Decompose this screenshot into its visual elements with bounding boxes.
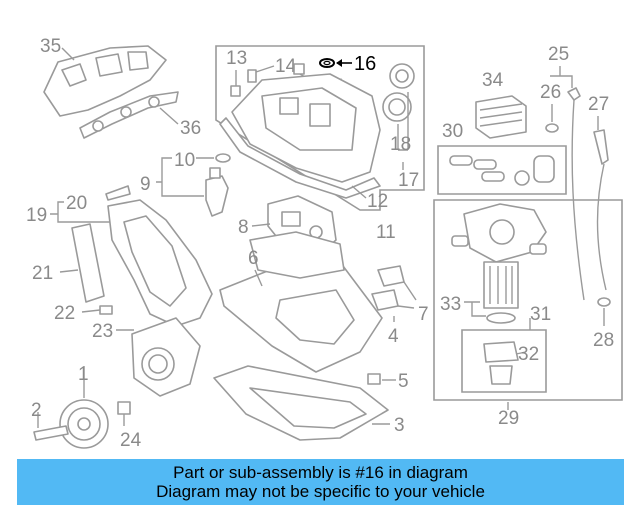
part-20-gasket[interactable] [105,185,131,201]
part-35-intake-manifold[interactable] [43,45,167,117]
callout-32: 32 [518,344,539,365]
callout-33: 33 [440,294,461,315]
callout-20: 20 [66,193,87,214]
part-18-oil-cap-seal[interactable] [382,63,415,122]
callout-36: 36 [180,118,201,139]
part-24-bolt[interactable] [117,401,131,415]
info-line-disclaimer: Diagram may not be specific to your vehi… [156,482,485,501]
callout-30: 30 [442,121,463,142]
callout-18: 18 [390,134,411,155]
part-27-dipstick-tube[interactable] [593,129,609,291]
part-36-manifold-gasket[interactable] [79,91,179,139]
part-6-upper-oil-pan[interactable] [219,231,383,373]
part-14-stud[interactable] [247,69,257,83]
part-22-bolt[interactable] [99,305,113,315]
callout-1: 1 [78,364,89,385]
part-5-drain-plug[interactable] [367,373,381,385]
callout-19: 19 [26,205,47,226]
part-10-oring[interactable] [215,153,231,163]
callout-23: 23 [92,321,113,342]
part-7-brackets[interactable] [371,265,405,311]
part-2-pulley-bolt[interactable] [33,425,69,441]
part-26-oring[interactable] [545,123,559,133]
part-19-timing-cover[interactable] [107,199,213,327]
part-29-filter-housing[interactable] [451,203,547,263]
callout-14: 14 [275,56,297,77]
part-25-dipstick[interactable] [567,87,585,301]
callout-35: 35 [40,36,61,57]
part-28-oring[interactable] [597,297,611,307]
callout-7: 7 [418,304,429,325]
part-9-oil-pressure-sensor[interactable] [205,167,229,217]
callout-26: 26 [540,82,561,103]
callout-3: 3 [394,415,405,436]
callout-10: 10 [174,150,195,171]
part-21-cover[interactable] [71,223,105,303]
callout-27: 27 [588,94,609,115]
part-23-lower-timing-cover[interactable] [131,317,201,397]
callout-25: 25 [548,44,569,65]
part-31-box [461,329,547,393]
oil-filter-assembly-box [433,199,623,401]
part-15-grommet[interactable] [293,63,305,75]
part-16-seal[interactable] [319,58,352,68]
callout-31: 31 [530,304,551,325]
callout-5: 5 [398,371,409,392]
callout-12: 12 [367,191,388,212]
part-33-oil-filter[interactable] [483,261,519,324]
callout-4: 4 [388,326,399,347]
callout-28: 28 [593,330,614,351]
callout-29: 29 [498,408,519,429]
callout-13: 13 [226,48,247,69]
callout-22: 22 [54,303,75,324]
callout-21: 21 [32,263,53,284]
callout-24: 24 [120,430,142,451]
callout-34: 34 [482,70,504,91]
part-1-crankshaft-pulley[interactable] [59,399,109,449]
info-line-part-number: Part or sub-assembly is #16 in diagram [173,463,468,482]
info-banner: Part or sub-assembly is #16 in diagram D… [17,459,624,505]
callout-16: 16 [354,53,376,75]
part-12-valve-cover[interactable] [219,73,381,199]
part-13-bolt[interactable] [230,85,241,97]
callout-6: 6 [248,248,259,269]
parts-diagram: 35 36 13 14 15 16 12 18 17 11 [26,36,623,451]
callout-2: 2 [31,400,42,421]
callout-8: 8 [238,217,249,238]
part-34-oil-cooler[interactable] [475,95,527,139]
oil-cooler-gasket-box [437,145,567,195]
part-3-lower-oil-pan[interactable] [213,365,389,441]
callout-11: 11 [376,222,396,243]
callout-17: 17 [398,170,419,191]
part-30-gaskets[interactable] [449,155,555,186]
part-32-cap[interactable] [483,341,519,385]
callout-9: 9 [140,174,151,195]
